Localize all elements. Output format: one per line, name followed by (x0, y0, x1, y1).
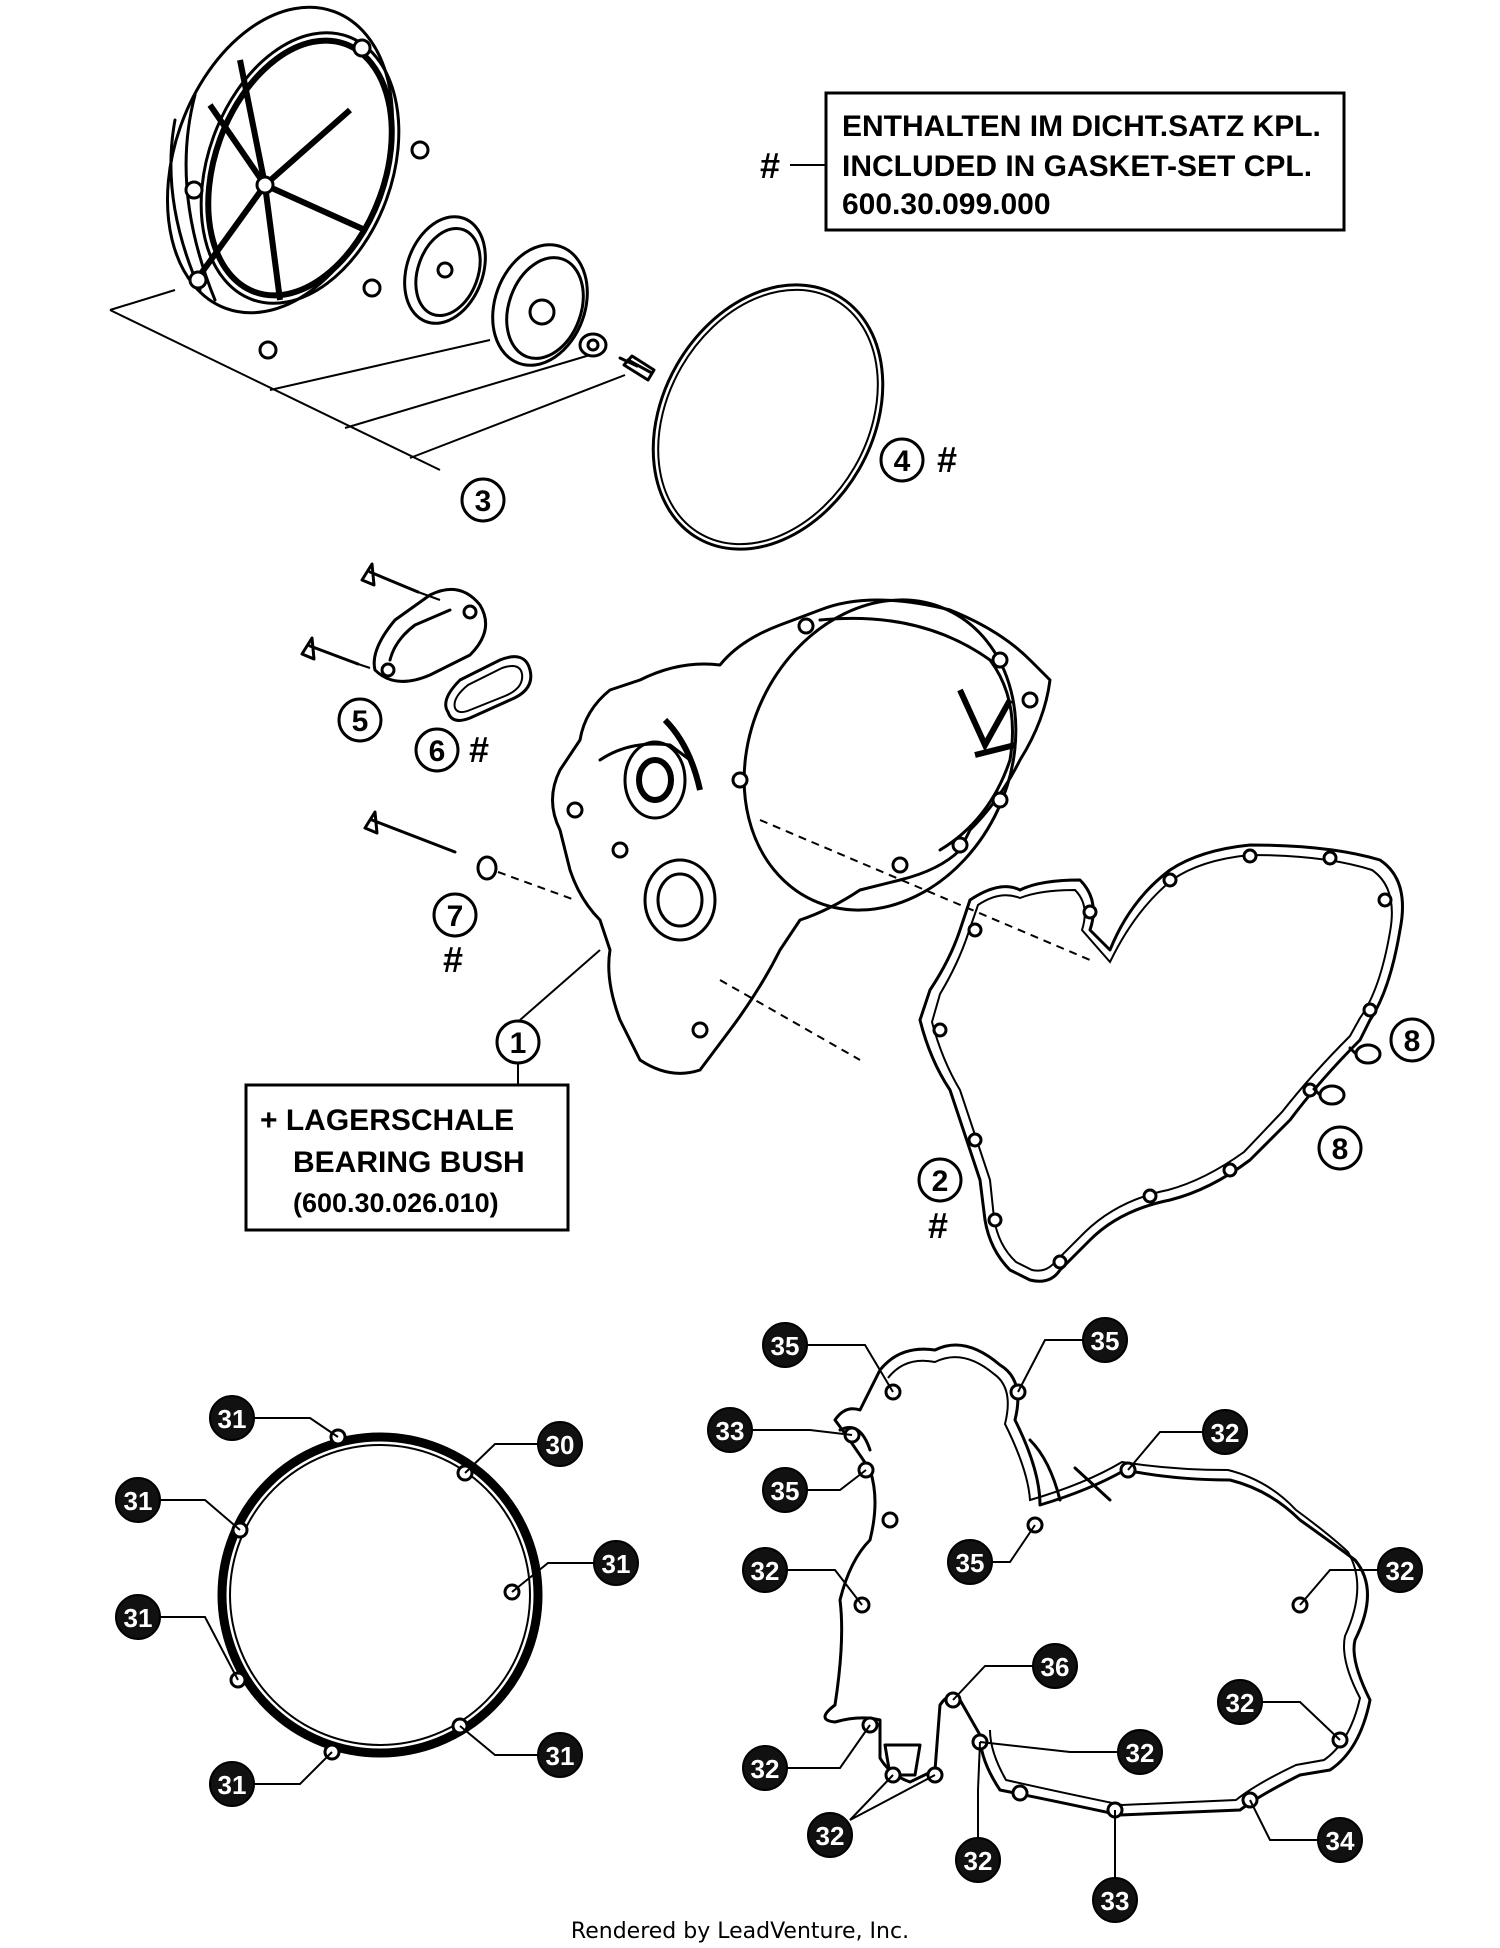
bolt-lower (300, 636, 371, 669)
cover-gasket-part-2 (918, 843, 1404, 1283)
svg-text:35: 35 (956, 1548, 985, 1578)
callout-4: 4 # (879, 437, 957, 483)
round-callout-f: 31 (537, 1732, 583, 1778)
cover-callout-n: 32 (955, 1837, 1001, 1883)
bearing-line1: + LAGERSCHALE (260, 1104, 514, 1137)
cover-callout-g: 32 (742, 1547, 788, 1593)
gasket-part-6 (444, 655, 533, 722)
cover-callout-h: 32 (1377, 1547, 1423, 1593)
svg-text:4: 4 (894, 445, 911, 478)
svg-text:8: 8 (1404, 1025, 1421, 1058)
callout-3: 3 (460, 477, 506, 523)
svg-text:32: 32 (751, 1556, 780, 1586)
svg-text:35: 35 (1091, 1326, 1120, 1356)
cover-callout-b: 35 (1082, 1317, 1128, 1363)
svg-text:#: # (443, 939, 463, 980)
cover-outer-disc (491, 243, 589, 367)
svg-text:35: 35 (771, 1476, 800, 1506)
cover-callout-d: 35 (762, 1467, 808, 1513)
svg-text:2: 2 (932, 1165, 949, 1198)
svg-text:32: 32 (1226, 1688, 1255, 1718)
cover-callout-m: 32 (807, 1812, 853, 1858)
gasket-set-line1: ENTHALTEN IM DICHT.SATZ KPL. (842, 110, 1321, 143)
svg-text:3: 3 (475, 485, 492, 518)
dowel-upper (1348, 1043, 1382, 1065)
svg-text:32: 32 (1126, 1738, 1155, 1768)
svg-text:33: 33 (1101, 1886, 1130, 1916)
cover-gasket-detail (750, 1339, 1380, 1880)
svg-text:1: 1 (510, 1027, 527, 1060)
cover-callout-e: 32 (1202, 1409, 1248, 1455)
cover-callout-i: 36 (1032, 1643, 1078, 1689)
svg-text:31: 31 (602, 1549, 631, 1579)
callout-5: 5 (337, 697, 383, 743)
bearing-line2: BEARING BUSH (293, 1146, 525, 1179)
callout-2: 2 # (917, 1157, 963, 1246)
callout-8-lower: 8 (1317, 1125, 1363, 1171)
svg-text:32: 32 (816, 1821, 845, 1851)
footer-credit: Rendered by LeadVenture, Inc. (571, 1919, 909, 1944)
cover-callout-k: 32 (742, 1745, 788, 1791)
svg-text:#: # (469, 729, 489, 770)
callout-6: 6 # (414, 727, 489, 773)
round-gasket-detail (158, 1417, 596, 1785)
cover-callout-p: 34 (1317, 1817, 1363, 1863)
gasket-set-line2: INCLUDED IN GASKET-SET CPL. (842, 150, 1312, 183)
cover-nut (578, 332, 608, 358)
cover-callout-l: 32 (1117, 1729, 1163, 1775)
svg-text:32: 32 (964, 1846, 993, 1876)
svg-text:#: # (937, 439, 957, 480)
svg-text:5: 5 (352, 705, 369, 738)
svg-text:32: 32 (1386, 1556, 1415, 1586)
svg-text:7: 7 (447, 900, 464, 933)
part-3-leaders (109, 289, 626, 471)
bearing-bush-note: + LAGERSCHALE BEARING BUSH (600.30.026.0… (244, 1083, 570, 1232)
cover-plate-part-5 (372, 587, 488, 683)
gasket-set-hash: # (760, 145, 780, 186)
svg-text:34: 34 (1326, 1826, 1355, 1856)
round-callout-g: 31 (209, 1761, 255, 1807)
callout-1: 1 (495, 949, 601, 1085)
gasket-set-line3: 600.30.099.000 (842, 188, 1051, 221)
dowel-lower (1312, 1084, 1346, 1106)
cover-callout-a: 35 (762, 1322, 808, 1368)
svg-text:31: 31 (124, 1603, 153, 1633)
cover-callout-f: 35 (947, 1539, 993, 1585)
svg-text:8: 8 (1332, 1133, 1349, 1166)
round-callout-b: 30 (537, 1421, 583, 1467)
inner-clutch-cover-part-1 (551, 598, 1091, 1075)
gasket-set-note: # ENTHALTEN IM DICHT.SATZ KPL. INCLUDED … (760, 91, 1346, 232)
svg-text:32: 32 (1211, 1418, 1240, 1448)
cover-callout-c: 33 (707, 1407, 753, 1453)
svg-text:#: # (928, 1205, 948, 1246)
cover-callout-o: 33 (1092, 1877, 1138, 1923)
svg-text:35: 35 (771, 1331, 800, 1361)
svg-text:36: 36 (1041, 1652, 1070, 1682)
round-callout-c: 31 (115, 1477, 161, 1523)
cover-screw (618, 354, 656, 382)
svg-text:33: 33 (716, 1416, 745, 1446)
callout-8-upper: 8 (1389, 1017, 1435, 1063)
bolt-part-7 (363, 810, 576, 901)
outer-clutch-cover (166, 5, 430, 360)
svg-text:31: 31 (218, 1770, 247, 1800)
svg-text:31: 31 (218, 1404, 247, 1434)
svg-text:32: 32 (751, 1754, 780, 1784)
svg-text:31: 31 (124, 1486, 153, 1516)
round-callout-e: 31 (115, 1594, 161, 1640)
svg-text:31: 31 (546, 1741, 575, 1771)
round-callout-d: 31 (593, 1540, 639, 1586)
svg-text:6: 6 (429, 735, 446, 768)
o-ring-part-4 (651, 283, 885, 551)
callout-7: 7 # (432, 892, 478, 980)
cover-callout-j: 32 (1217, 1679, 1263, 1725)
svg-text:30: 30 (546, 1430, 575, 1460)
cover-inner-disc (403, 215, 487, 325)
round-callout-a: 31 (209, 1395, 255, 1441)
bearing-line3: (600.30.026.010) (293, 1188, 499, 1218)
